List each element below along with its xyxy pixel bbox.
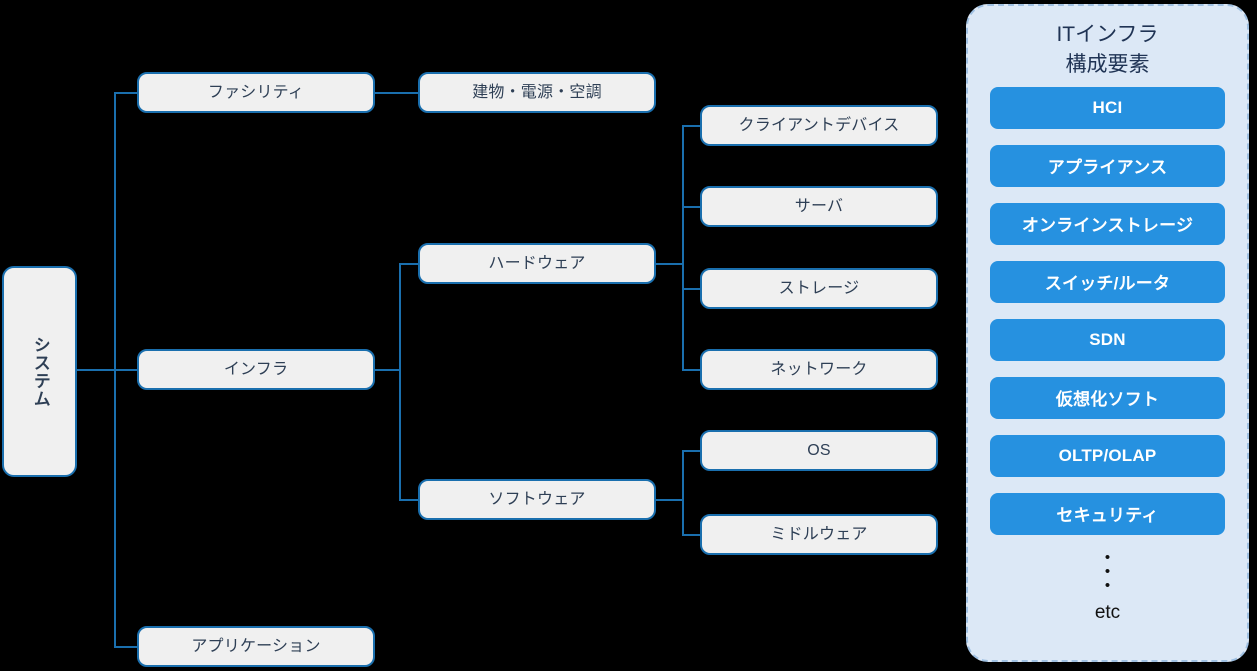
- connector-hardware-to-network: [682, 369, 702, 371]
- connector-hardware-stub: [655, 263, 683, 265]
- ellipsis-dot-3: •: [1104, 577, 1111, 595]
- connector-hardware-to-client: [682, 125, 702, 127]
- connector-software-to-os: [682, 450, 702, 452]
- connector-infra-to-software: [399, 499, 419, 501]
- node-hardware[interactable]: ハードウェア: [418, 243, 656, 284]
- connector-root-stub: [77, 369, 115, 371]
- panel-item-online-storage[interactable]: オンラインストレージ: [990, 202, 1225, 245]
- connector-facility-to-building: [375, 92, 419, 94]
- node-server[interactable]: サーバ: [700, 186, 938, 227]
- connector-infra-stub: [375, 369, 400, 371]
- panel-title-line1: ITインフラ: [1056, 23, 1159, 46]
- it-infra-components-panel: ITインフラ 構成要素 HCI アプライアンス オンラインストレージ スイッチ/…: [966, 4, 1249, 662]
- panel-title-line2: 構成要素: [1065, 53, 1150, 77]
- node-system[interactable]: システム: [2, 266, 77, 477]
- node-building-power-hvac[interactable]: 建物・電源・空調: [418, 72, 656, 113]
- ellipsis-dot-2: •: [1104, 563, 1111, 581]
- connector-to-facility: [114, 92, 138, 94]
- connector-to-infra: [114, 369, 138, 371]
- node-storage[interactable]: ストレージ: [700, 268, 938, 309]
- node-facility[interactable]: ファシリティ: [137, 72, 375, 113]
- connector-infra-to-hardware: [399, 263, 419, 265]
- connector-hardware-vertical: [682, 125, 684, 370]
- connector-software-vertical: [682, 450, 684, 535]
- vertical-ellipsis-icon: • • •: [990, 548, 1225, 595]
- connector-hardware-to-server: [682, 206, 702, 208]
- panel-item-virtualization-software[interactable]: 仮想化ソフト: [990, 376, 1225, 419]
- connector-hardware-to-storage: [682, 288, 702, 290]
- connector-to-application: [114, 646, 138, 648]
- node-application[interactable]: アプリケーション: [137, 626, 375, 667]
- node-infra[interactable]: インフラ: [137, 349, 375, 390]
- ellipsis-dot-1: •: [1104, 548, 1111, 566]
- panel-item-oltp-olap[interactable]: OLTP/OLAP: [990, 434, 1225, 477]
- node-os[interactable]: OS: [700, 430, 938, 471]
- connector-software-stub: [655, 499, 683, 501]
- node-client-device[interactable]: クライアントデバイス: [700, 105, 938, 146]
- panel-item-sdn[interactable]: SDN: [990, 318, 1225, 361]
- node-software[interactable]: ソフトウェア: [418, 479, 656, 520]
- panel-item-appliance[interactable]: アプライアンス: [990, 144, 1225, 187]
- node-middleware[interactable]: ミドルウェア: [700, 514, 938, 555]
- panel-title: ITインフラ 構成要素: [990, 20, 1225, 81]
- node-network[interactable]: ネットワーク: [700, 349, 938, 390]
- panel-etc-label: etc: [1094, 601, 1121, 623]
- panel-item-security[interactable]: セキュリティ: [990, 492, 1225, 535]
- connector-infra-vertical: [399, 263, 401, 499]
- panel-item-switch-router[interactable]: スイッチ/ルータ: [990, 260, 1225, 303]
- panel-item-hci[interactable]: HCI: [990, 86, 1225, 129]
- connector-software-to-middleware: [682, 534, 702, 536]
